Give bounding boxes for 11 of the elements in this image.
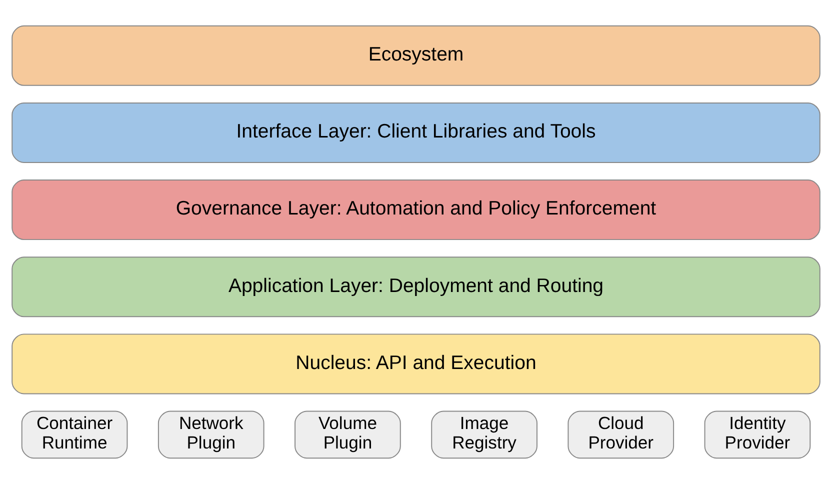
node-box: Nucleus: API and Execution bbox=[12, 333, 820, 394]
node-box: Cloud Provider bbox=[568, 410, 674, 458]
node-box: Network Plugin bbox=[158, 410, 264, 458]
node-box: Identity Provider bbox=[704, 410, 811, 458]
node-box: Interface Layer: Client Libraries and Tools bbox=[12, 102, 820, 162]
node-box: Application Layer: Deployment and Routing bbox=[12, 256, 820, 317]
node-box: Image Registry bbox=[431, 410, 538, 458]
node-box: Volume Plugin bbox=[294, 410, 401, 458]
node-box: Governance Layer: Automation and Policy Enforcement bbox=[12, 179, 820, 240]
node-box: Ecosystem bbox=[12, 24, 820, 86]
node-box: Container Runtime bbox=[21, 410, 128, 458]
